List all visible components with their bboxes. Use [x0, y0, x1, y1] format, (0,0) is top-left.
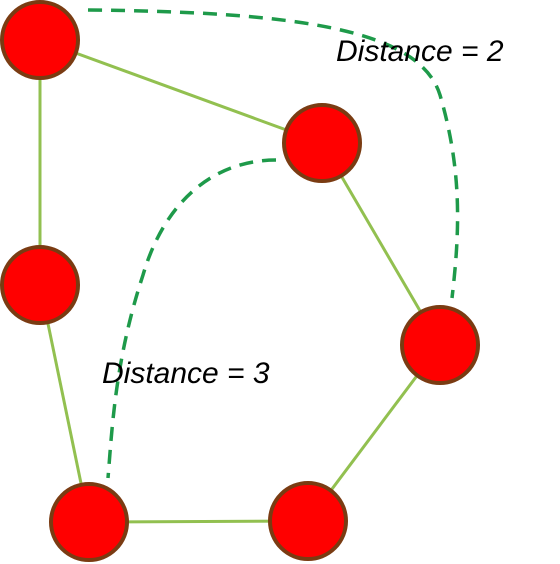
distance-2-label: Distance = 2 — [336, 35, 504, 68]
dashed-path-distance-2 — [87, 8, 460, 299]
distance-3-label: Distance = 3 — [102, 357, 270, 390]
dashed-path-distance-3 — [106, 158, 277, 479]
node-top-left — [0, 0, 80, 80]
node-top-right — [282, 103, 362, 183]
edge-midleft-bottomleft — [38, 284, 91, 523]
node-bottom-left — [49, 482, 129, 562]
node-right — [400, 305, 480, 385]
edge-topleft-topright — [39, 38, 323, 145]
node-bottom-right — [268, 481, 348, 561]
nodes — [0, 0, 480, 562]
edges — [38, 38, 442, 524]
node-middle-left — [0, 245, 80, 325]
